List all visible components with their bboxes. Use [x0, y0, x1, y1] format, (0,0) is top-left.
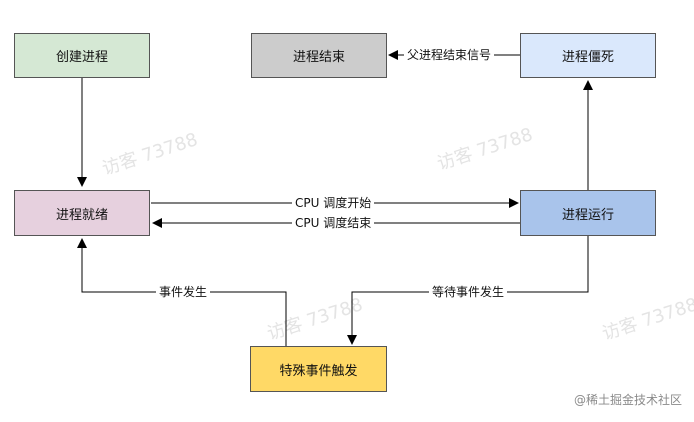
node-special-event-label: 特殊事件触发 — [279, 363, 358, 379]
edge-label-cpu-start: CPU 调度开始 — [292, 196, 375, 210]
edge-label-wait-event: 等待事件发生 — [429, 285, 508, 299]
edge-label-event-happen: 事件发生 — [156, 285, 211, 299]
node-process-ready: 进程就绪 — [14, 190, 150, 236]
node-process-running-label: 进程运行 — [561, 207, 614, 223]
edge-label-parent-signal: 父进程结束信号 — [404, 48, 495, 62]
watermark-credit: @稀土掘金技术社区 — [573, 393, 682, 407]
node-create-process: 创建进程 — [14, 33, 150, 78]
node-process-ready-label: 进程就绪 — [55, 207, 108, 223]
node-process-running: 进程运行 — [520, 190, 656, 236]
node-process-zombie: 进程僵死 — [520, 33, 656, 78]
node-process-zombie-label: 进程僵死 — [561, 50, 614, 65]
node-process-ended-label: 进程结束 — [292, 50, 345, 65]
node-special-event: 特殊事件触发 — [250, 346, 387, 392]
edge-label-cpu-end: CPU 调度结束 — [292, 216, 375, 230]
node-process-ended: 进程结束 — [251, 33, 387, 78]
node-create-process-label: 创建进程 — [55, 50, 108, 65]
